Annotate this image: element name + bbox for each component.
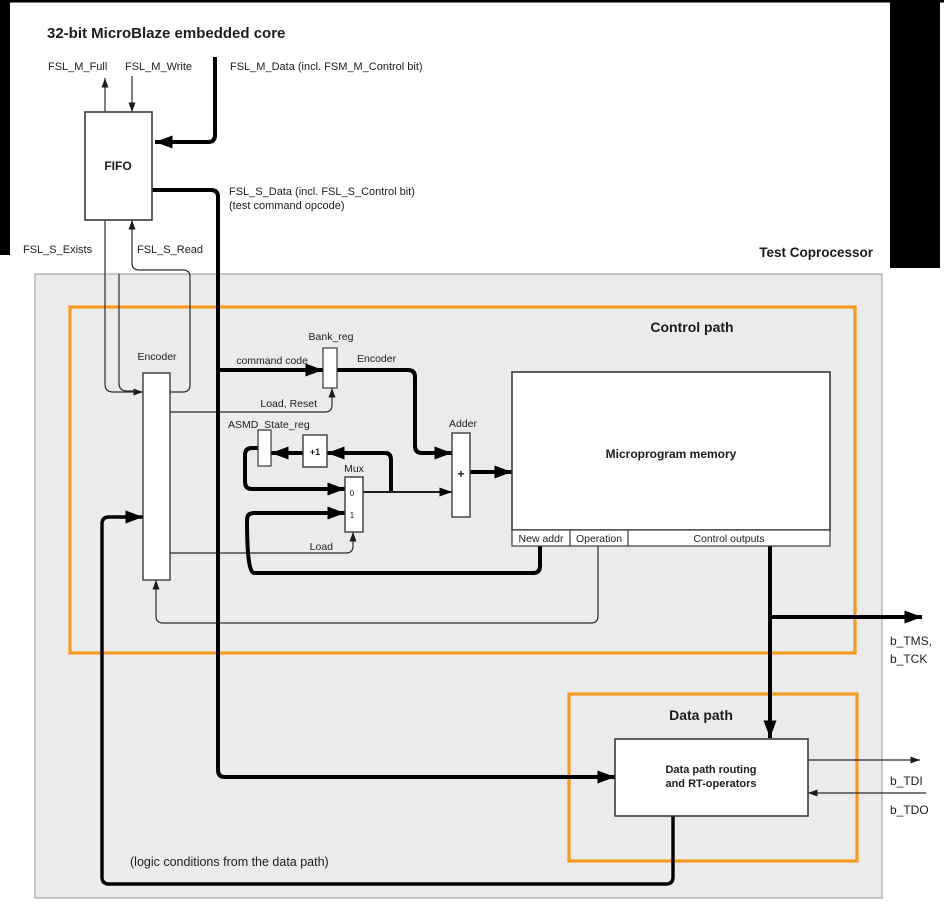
plus-one-label: +1 [310, 447, 320, 457]
left-edge-artifact [0, 0, 10, 255]
load-reset-label: Load, Reset [260, 398, 317, 410]
routing-label-line1: Data path routing [665, 764, 756, 776]
fsl-s-data-label-line2: (test command opcode) [229, 200, 345, 212]
fsl-s-exists-label: FSL_S_Exists [23, 244, 93, 256]
bank-reg-output-label: Encoder [357, 353, 397, 365]
encoder-box [142, 372, 171, 581]
control-path-label: Control path [650, 319, 733, 335]
right-edge-artifact [890, 0, 940, 268]
b-tms-label: b_TMS, [890, 634, 932, 648]
fsl-m-write-label: FSL_M_Write [125, 61, 192, 73]
b-tdo-label: b_TDO [890, 803, 929, 817]
test-coprocessor-label: Test Coprocessor [759, 245, 874, 260]
fsl-s-data-wire [152, 188, 615, 784]
increment-loop-wire [327, 446, 393, 491]
fsl-s-data-label-line1: FSL_S_Data (incl. FSL_S_Control bit) [229, 186, 415, 198]
load-label: Load [310, 541, 334, 553]
data-path-label: Data path [669, 707, 733, 723]
command-code-label: command code [236, 355, 308, 367]
bank-reg-label: Bank_reg [309, 331, 354, 343]
logic-conditions-label: (logic conditions from the data path) [130, 855, 329, 869]
fsl-m-data-label: FSL_M_Data (incl. FSM_M_Control bit) [230, 61, 423, 73]
bank-reg-box [322, 347, 338, 389]
load-wire [170, 532, 357, 554]
bankreg-to-adder-wire [337, 368, 452, 460]
memory-output-row [511, 529, 831, 547]
mux-box [344, 476, 364, 533]
new-addr-label: New addr [519, 533, 564, 545]
b-tck-label: b_TCK [890, 652, 927, 666]
fsl-s-read-wire [128, 220, 191, 393]
page-title: 32-bit MicroBlaze embedded core [47, 25, 285, 42]
fifo-box [84, 111, 153, 221]
adder-plus-symbol: + [457, 467, 464, 481]
statereg-to-mux0-wire [243, 446, 345, 496]
adder-label: Adder [449, 418, 478, 430]
logic-conditions-wire [100, 510, 675, 886]
fifo-label: FIFO [104, 159, 131, 173]
operation-label: Operation [576, 533, 622, 545]
asmd-state-reg-box [257, 429, 272, 467]
control-path-frame [68, 305, 857, 655]
asmd-state-reg-label: ASMD_State_reg [228, 419, 310, 431]
mux-input-1-label: 1 [350, 511, 355, 520]
adder-box [451, 432, 471, 518]
operation-feedback-wire [152, 546, 599, 624]
microprogram-memory-label: Microprogram memory [606, 447, 737, 461]
fsl-s-exists-companion-wire [118, 274, 137, 392]
b-tdi-label: b_TDI [890, 774, 923, 788]
encoder-label: Encoder [137, 351, 177, 363]
fsl-m-full-label: FSL_M_Full [48, 61, 107, 73]
mux-input-0-label: 0 [350, 489, 355, 498]
plus-one-box [302, 434, 328, 468]
fsl-m-data-wire [155, 57, 217, 149]
control-outputs-label: Control outputs [693, 533, 764, 545]
newaddr-to-mux1-wire [245, 506, 542, 575]
load-reset-wire [170, 388, 336, 413]
microprogram-memory-box [511, 371, 831, 531]
routing-label-line2: and RT-operators [665, 778, 756, 790]
data-path-routing-box [614, 738, 809, 817]
mux-label: Mux [344, 463, 365, 475]
fsl-s-read-label: FSL_S_Read [137, 244, 203, 256]
top-edge-artifact [0, 0, 944, 3]
fsl-s-exists-wire [104, 220, 143, 396]
